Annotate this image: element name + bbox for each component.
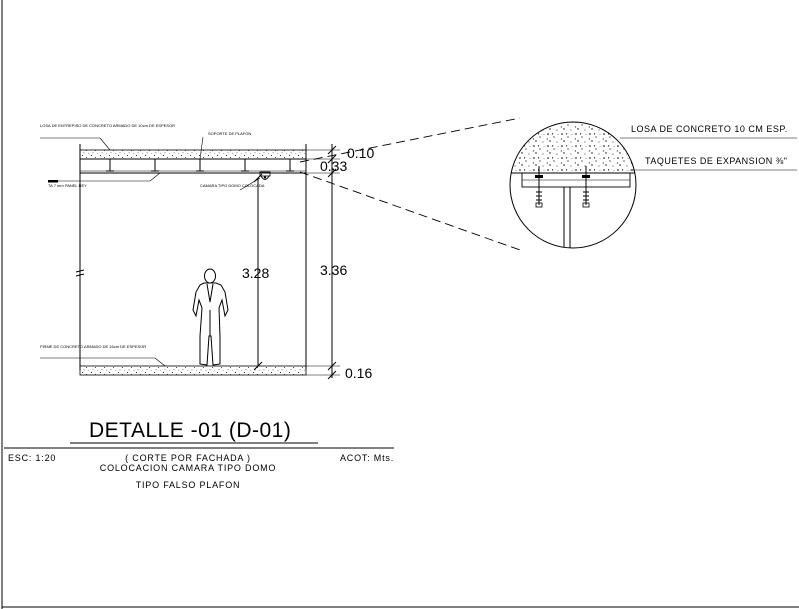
top-slab: [79, 149, 307, 160]
dim-floor-thickness: 0.16: [345, 365, 372, 381]
label-panel-rey: TA 7 mm PANEL REY: [48, 183, 87, 188]
label-dome-camera: CAMARA TIPO DOMO COLOCADA: [200, 183, 265, 188]
expansion-anchor-left-icon: [535, 166, 543, 208]
section-labels: LOSA DE ENTREPISO DE CONCRETO ARMADO DE …: [40, 123, 265, 367]
detail-callout: LOSA DE CONCRETO 10 CM ESP. TAQUETES DE …: [299, 117, 797, 251]
title-block: DETALLE -01 (D-01) ESC: 1:20 ACOT: Mts. …: [4, 419, 394, 490]
dim-plenum: 0.33: [320, 158, 347, 174]
caption-line-3: TIPO FALSO PLAFON: [136, 480, 241, 490]
human-scale-figure-icon: [192, 268, 229, 366]
dim-total-height: 3.36: [320, 262, 347, 278]
note-anchors: TAQUETES DE EXPANSION ⅜": [645, 156, 787, 166]
label-floor-slab: FIRME DE CONCRETO ARMADO DE 16cm DE ESPE…: [40, 344, 146, 349]
scale-text: ESC: 1:20: [8, 453, 56, 463]
dim-clear-height: 3.28: [242, 265, 269, 281]
section-view: LOSA DE ENTREPISO DE CONCRETO ARMADO DE …: [40, 123, 374, 381]
floor-slab: [79, 365, 307, 376]
caption-line-1: ( CORTE POR FACHADA ): [125, 453, 251, 463]
dome-camera-icon: [259, 171, 271, 180]
ceiling-supports: [80, 158, 306, 174]
label-slab-top: LOSA DE ENTREPISO DE CONCRETO ARMADO DE …: [40, 123, 175, 128]
dim-slab-thickness: 0.10: [347, 145, 374, 161]
detail-title: DETALLE -01 (D-01): [89, 419, 291, 442]
expansion-anchor-right-icon: [582, 166, 590, 208]
units-text: ACOT: Mts.: [340, 453, 394, 463]
label-ceiling-support: SOPORTE DE PLAFON: [208, 131, 251, 136]
note-slab: LOSA DE CONCRETO 10 CM ESP.: [631, 124, 788, 134]
dimension-lines: [253, 144, 340, 380]
caption-line-2: COLOCACION CAMARA TIPO DOMO: [100, 463, 276, 473]
